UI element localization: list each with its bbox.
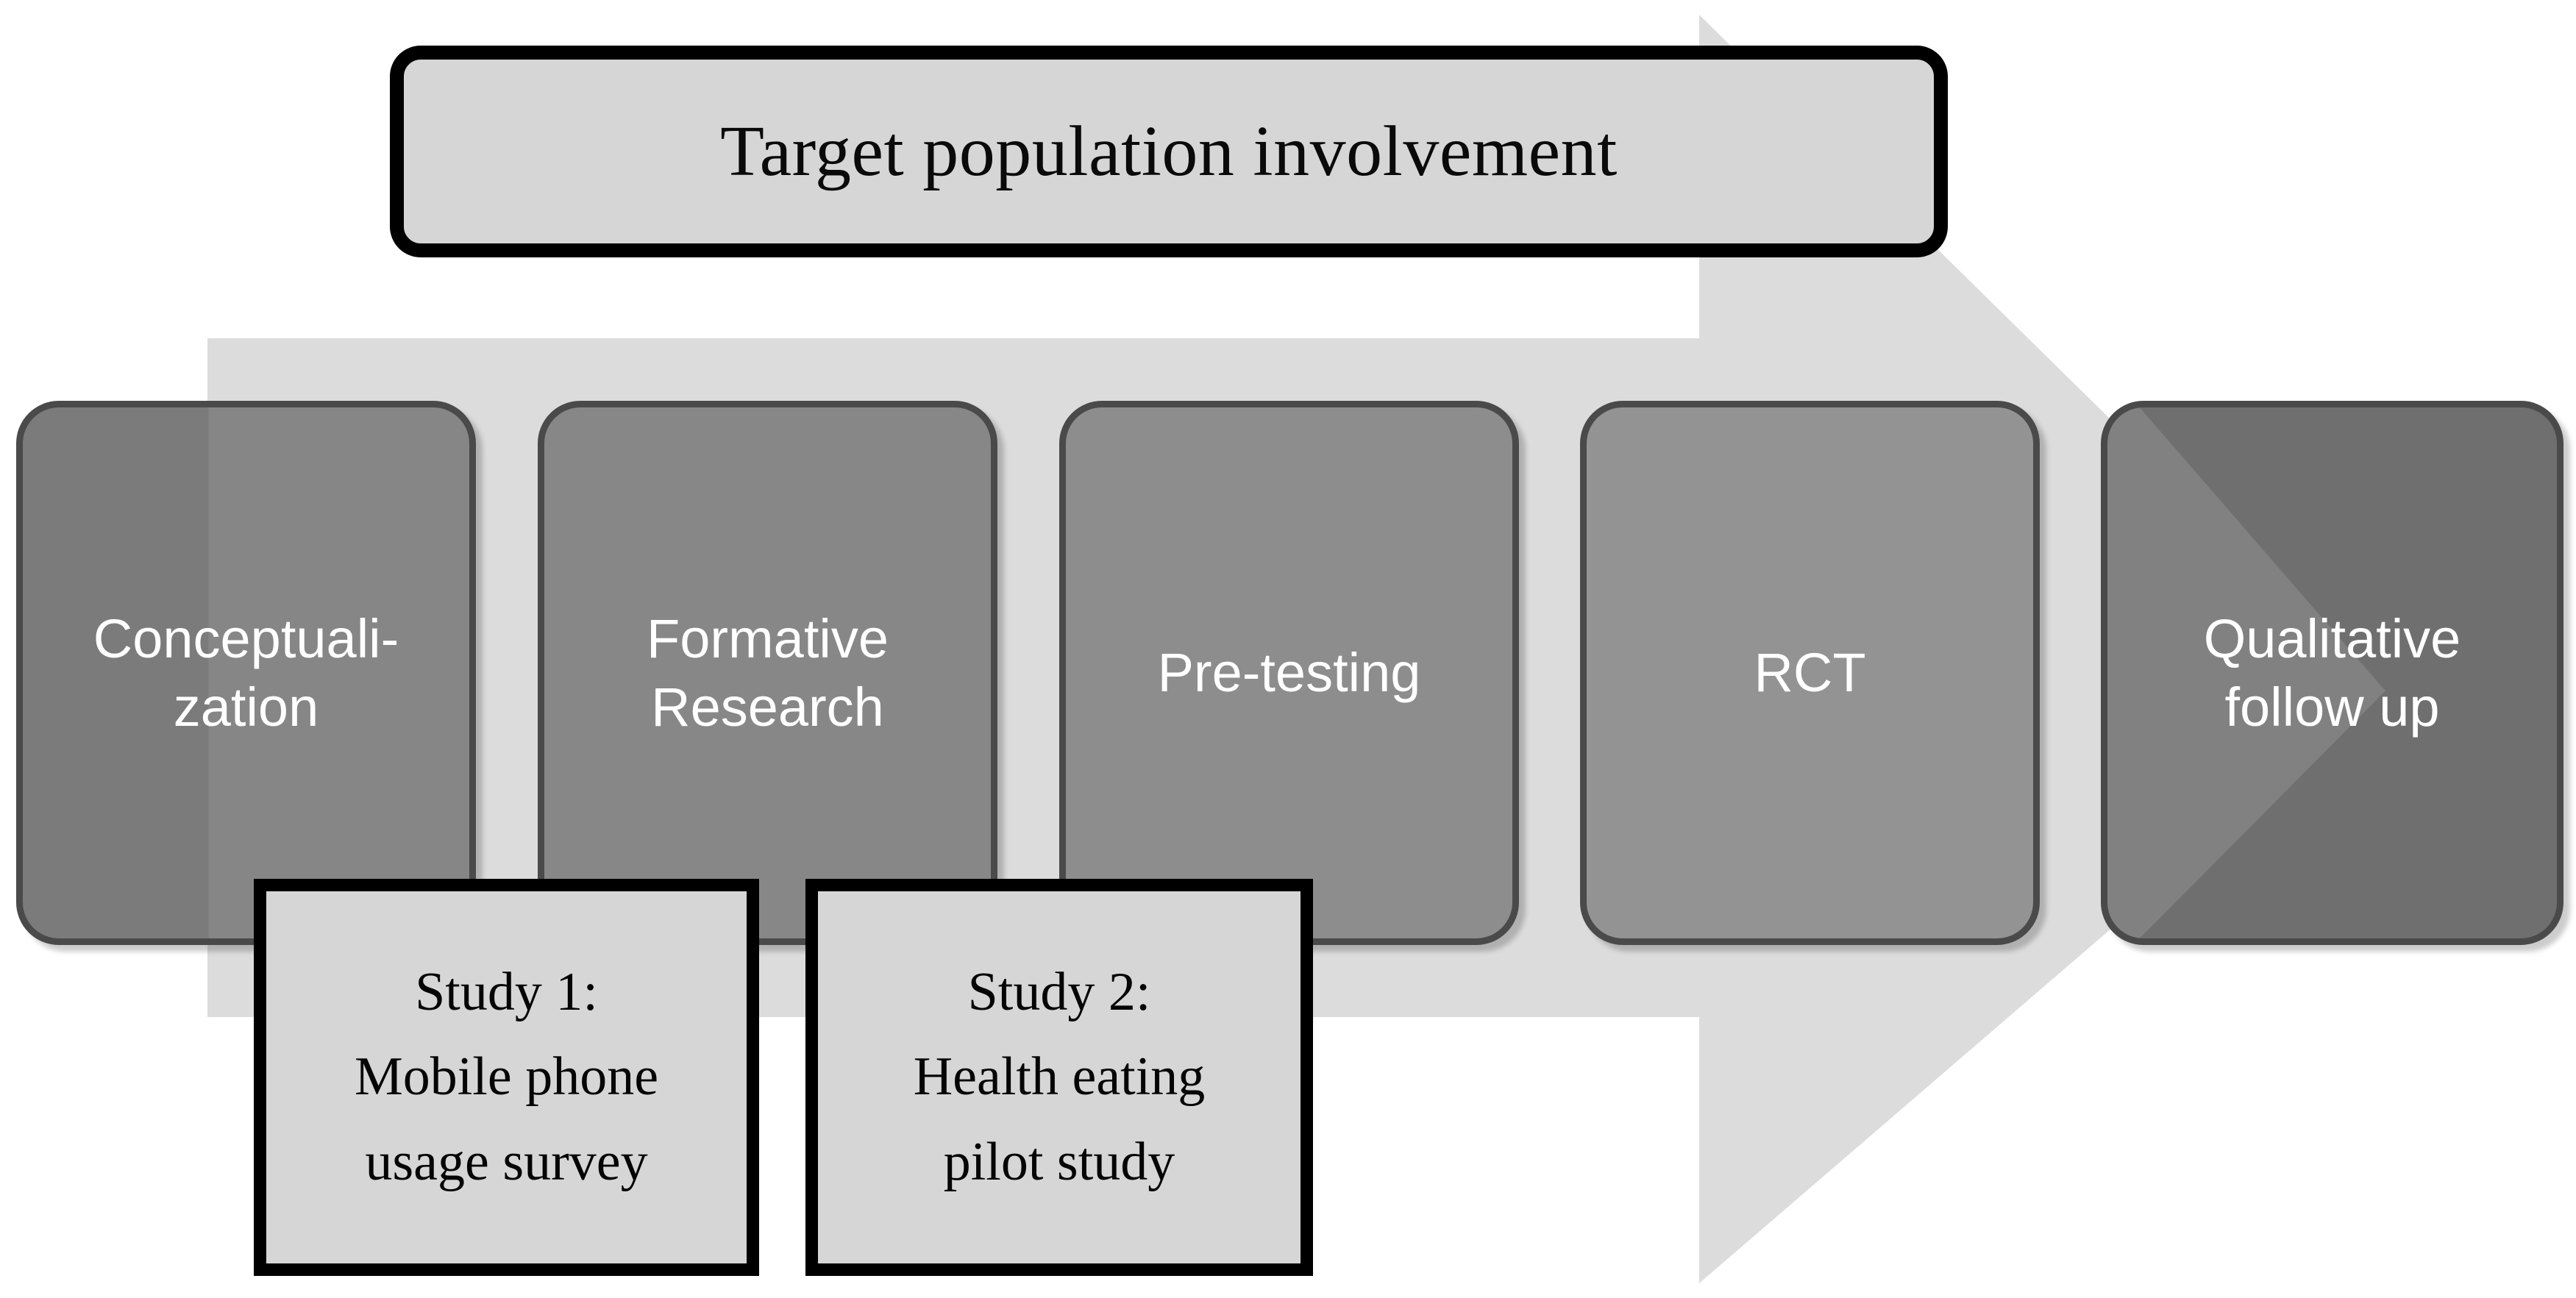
- stage-box-pre-testing[interactable]: Pre-testing: [1059, 401, 1519, 945]
- study-1-line-1: Study 1:: [415, 961, 598, 1022]
- stage-label-qualitative-follow-up: Qualitative follow up: [2203, 607, 2461, 738]
- stage-box-qualitative-follow-up[interactable]: Qualitative follow up: [2101, 401, 2563, 945]
- banner-label: Target population involvement: [720, 111, 1618, 191]
- stage-box-rct[interactable]: RCT: [1580, 401, 2040, 945]
- study-2-line-1: Study 2:: [967, 961, 1151, 1022]
- study-2-line-2: Health eating: [913, 1046, 1206, 1108]
- stage-label-rct: RCT: [1754, 642, 1866, 704]
- stage-label-conceptualization: Conceptuali- zation: [93, 607, 399, 738]
- study-box-1[interactable]: Study 1: Mobile phone usage survey: [254, 879, 759, 1276]
- stage-label-formative-research: Formative Research: [647, 607, 889, 738]
- study-1-line-2: Mobile phone: [354, 1046, 659, 1108]
- study-1-line-3: usage survey: [365, 1131, 648, 1192]
- stage-label-pre-testing: Pre-testing: [1157, 642, 1421, 704]
- stage-box-conceptualization[interactable]: Conceptuali- zation: [16, 401, 476, 945]
- study-box-2[interactable]: Study 2: Health eating pilot study: [805, 879, 1313, 1276]
- stage-box-formative-research[interactable]: Formative Research: [538, 401, 997, 945]
- target-population-involvement-banner[interactable]: Target population involvement: [390, 46, 1948, 257]
- study-2-line-3: pilot study: [943, 1131, 1175, 1192]
